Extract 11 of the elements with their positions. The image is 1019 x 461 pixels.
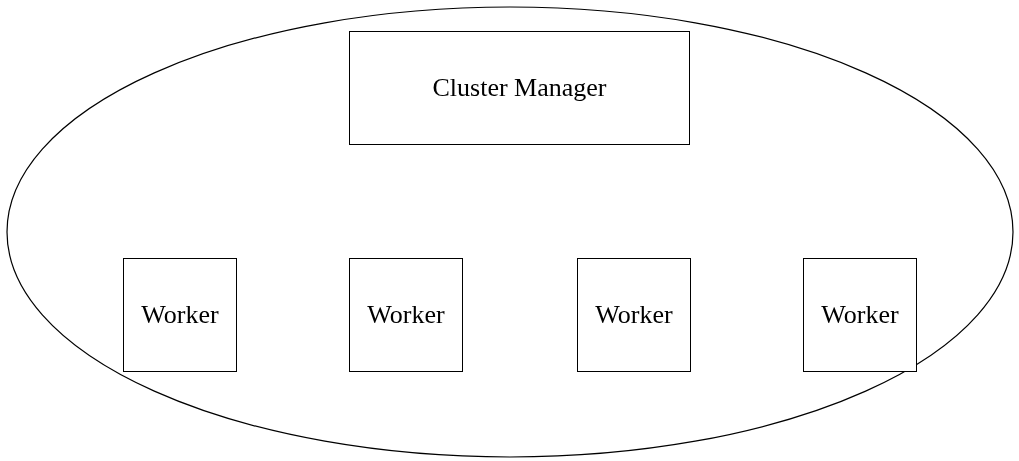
process-box: [803, 258, 917, 372]
box-label: Worker: [595, 300, 673, 330]
ellipse-boundary: [6, 6, 1014, 458]
process-box: [577, 258, 691, 372]
box-label: Worker: [821, 300, 899, 330]
box-label: Worker: [367, 300, 445, 330]
box-label: Cluster Manager: [432, 73, 607, 103]
process-box: [123, 258, 237, 372]
process-box: [349, 258, 463, 372]
box-label: Worker: [141, 300, 219, 330]
process-box: [349, 31, 690, 145]
